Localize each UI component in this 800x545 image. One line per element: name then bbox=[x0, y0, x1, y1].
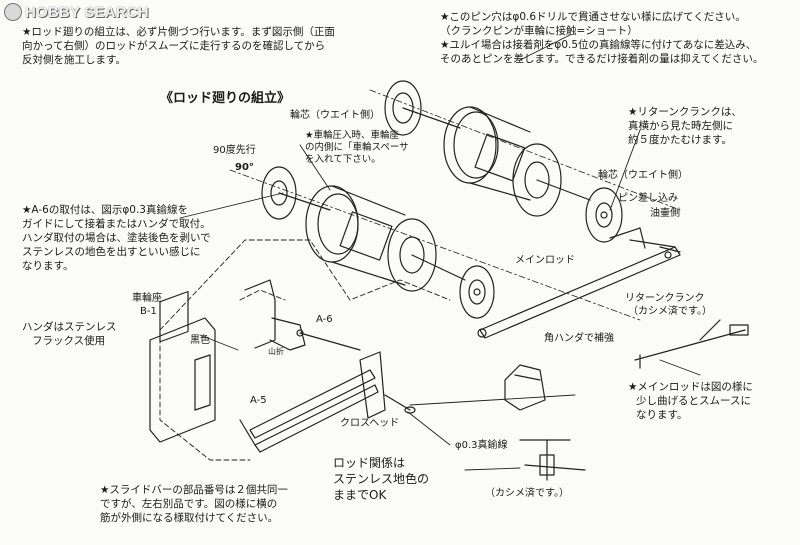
section-title: 《ロッド廻りの組立》 bbox=[160, 91, 291, 106]
label-pin-insert: ピン差し込み bbox=[618, 193, 678, 204]
leader-lines bbox=[179, 34, 701, 471]
solder-reinforcement-detail bbox=[504, 364, 546, 411]
label-brass-wire: φ0.3真鍮線 bbox=[455, 440, 508, 451]
note-line: ★A-6の取付は、図示φ0.3真鍮線を bbox=[22, 204, 188, 216]
label-main-rod: メインロッド bbox=[515, 255, 575, 266]
label-90deg-lead: 90度先行 bbox=[213, 145, 256, 156]
note-line: ★リターンクランクは、 bbox=[628, 106, 742, 118]
label-crimped-2: （カシメ済です。） bbox=[485, 488, 569, 499]
note-line: 筋が外側になる様取付けてください。 bbox=[100, 512, 279, 524]
note-rod-finish: ロッド関係は ステンレス地色の ままでOK bbox=[333, 455, 429, 503]
part-a6 bbox=[244, 279, 361, 351]
note-line: 真横から見た時左側に bbox=[628, 120, 733, 132]
note-line: そのあとピンを差します。できるだけ接着剤の量は抑えてください。 bbox=[440, 53, 764, 65]
note-solder-flux: ハンダはステンレス フラックス使用 bbox=[22, 320, 117, 348]
label-a5: A-5 bbox=[250, 395, 267, 406]
note-line: （クランクピンが車輪に接触=ショート） bbox=[440, 25, 638, 37]
note-line: ★このピン穴はφ0.6ドリルで貫通させない様に広げてください。 bbox=[440, 11, 746, 23]
label-oil-cup: 油壷側 bbox=[650, 208, 680, 219]
watermark: HOBBY SEARCH bbox=[4, 3, 149, 21]
label-return-crank: リターンクランク bbox=[625, 293, 705, 304]
hobby-search-logo-icon bbox=[4, 3, 22, 21]
note-line: を入れて下さい。 bbox=[305, 154, 381, 165]
note-line: ★スライドバーの部品番号は２個共同一 bbox=[100, 484, 288, 496]
note-pin-hole: ★このピン穴はφ0.6ドリルで貫通させない様に広げてください。 （クランクピンが… bbox=[440, 10, 763, 66]
label-b1: B-1 bbox=[140, 306, 157, 317]
main-rod bbox=[477, 227, 681, 339]
note-line: なります。 bbox=[22, 260, 74, 272]
note-a6-mounting: ★A-6の取付は、図示φ0.3真鍮線を ガイドにして接着またはハンダで取付。 ハ… bbox=[22, 203, 211, 273]
label-square-solder: 角ハンダで補強 bbox=[544, 333, 614, 344]
front-wheelset bbox=[261, 166, 495, 319]
note-line: ★ロッド廻りの組立は、必ず片側づつ行います。まず図示側（正面 bbox=[22, 26, 335, 38]
note-line: ロッド関係は bbox=[333, 456, 406, 470]
note-line: ステンレス地色の bbox=[333, 472, 430, 486]
brass-wire-crimp-detail bbox=[519, 439, 586, 481]
label-crosshead: クロスヘッド bbox=[340, 418, 400, 429]
note-line: ★メインロッドは図の様に bbox=[628, 381, 753, 393]
note-line: ★車輪圧入時、車輪座 bbox=[305, 130, 400, 141]
rear-wheelset bbox=[384, 80, 623, 243]
note-line: 反対側を施工します。 bbox=[22, 54, 126, 66]
axis-lines bbox=[229, 89, 681, 321]
label-mountain-fold: 山折 bbox=[268, 347, 284, 356]
note-main-rod-bend: ★メインロッドは図の様に 少し曲げるとスムースに なります。 bbox=[628, 380, 753, 422]
note-slide-bar: ★スライドバーの部品番号は２個共同一 ですが、左右別品です。図の様に横の 筋が外… bbox=[100, 483, 288, 525]
note-line: ままでOK bbox=[333, 488, 387, 502]
note-line: なります。 bbox=[636, 409, 688, 421]
slide-bar-a5 bbox=[239, 351, 416, 453]
note-line: フラックス使用 bbox=[32, 335, 106, 347]
note-line: ★ユルイ場合は接着剤をφ0.5位の真鍮線等に付けてあなに差込み、 bbox=[440, 39, 757, 51]
note-line: 少し曲げるとスムースに bbox=[636, 395, 751, 407]
label-axle-weight-side: 輪芯（ウエイト側） bbox=[290, 110, 380, 121]
note-line: ハンダはステンレス bbox=[22, 321, 117, 333]
watermark-logo: HOBBY SEARCH bbox=[25, 3, 149, 21]
note-line: 約５度かたむけます。 bbox=[628, 134, 732, 146]
label-black: 黒色 bbox=[190, 335, 210, 346]
note-line: ステンレスの地色を出すといい感じに bbox=[22, 246, 201, 258]
note-return-crank: ★リターンクランクは、 真横から見た時左側に 約５度かたむけます。 bbox=[628, 105, 742, 147]
note-line: の内側に「車輪スペーサ bbox=[305, 142, 409, 153]
note-wheel-spacer: ★車輪圧入時、車輪座 の内側に「車輪スペーサ を入れて下さい。 bbox=[305, 130, 409, 166]
note-line: 向かって右側）のロッドがスムーズに走行するのを確認してから bbox=[22, 40, 326, 52]
wheel-seat-b1 bbox=[149, 290, 216, 443]
note-assembly-order: ★ロッド廻りの組立は、必ず片側づつ行います。まず図示側（正面 向かって右側）のロ… bbox=[22, 25, 335, 67]
label-wheel-seat: 車輪座 bbox=[132, 293, 162, 304]
note-line: ですが、左右別品です。図の様に横の bbox=[100, 498, 278, 510]
note-line: ハンダ取付の場合は、塗装後色を剥いで bbox=[22, 232, 211, 244]
label-crimped: （カシメ済です。） bbox=[628, 306, 712, 317]
frame-outline bbox=[159, 239, 451, 461]
label-90deg: 90° bbox=[235, 162, 254, 173]
bent-rod-detail bbox=[634, 319, 749, 369]
note-line: ガイドにして接着またはハンダで取付。 bbox=[22, 218, 211, 230]
label-axle-weight-side-right: 輪芯（ウエイト側） bbox=[598, 170, 688, 181]
label-a6: A-6 bbox=[316, 314, 333, 325]
